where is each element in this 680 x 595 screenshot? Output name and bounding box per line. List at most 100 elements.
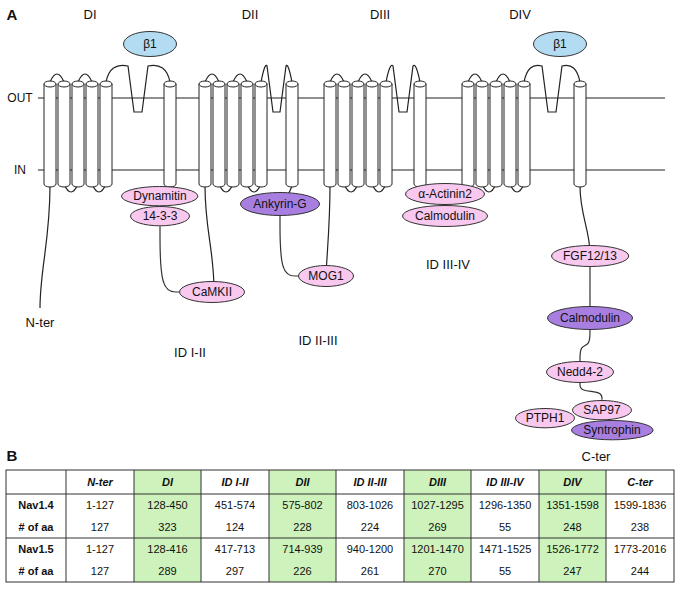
protein-ellipse: Dynamitin [121, 186, 198, 206]
protein-name: Nedd4-2 [557, 365, 603, 379]
table-cell: 714-939 [269, 538, 336, 560]
table-column-shade [539, 470, 606, 582]
table-cell: 124 [201, 516, 269, 538]
table-cell: 238 [606, 516, 674, 538]
table-header: N-ter [66, 470, 134, 494]
table-cell: 1599-1836 [606, 494, 674, 516]
helix [227, 81, 239, 187]
protein-name: Ankyrin-G [253, 197, 306, 211]
table-cell: 127 [66, 516, 134, 538]
helix [476, 81, 488, 187]
panel-letter: A [7, 6, 18, 23]
ellipse-shape [534, 32, 587, 57]
tail-connector [580, 330, 590, 361]
table-rule [336, 470, 337, 582]
table-header: DIV [539, 470, 606, 494]
n-terminus [40, 186, 50, 308]
region-label: ID I-II [174, 345, 206, 360]
helix [286, 81, 298, 187]
table-header: DII [269, 470, 336, 494]
table-cell: 244 [606, 560, 674, 582]
table-cell: 226 [269, 560, 336, 582]
linker-line [205, 186, 214, 290]
table-cell: 297 [201, 560, 269, 582]
protein-name: Calmodulin [415, 209, 475, 223]
helix [574, 81, 586, 187]
protein-name: PTPH1 [526, 411, 565, 425]
domain-label: DIV [509, 7, 531, 22]
table-cell: 224 [336, 516, 404, 538]
ellipse-shape [241, 193, 320, 216]
ellipse-shape [180, 282, 245, 303]
panel-letter: B [7, 447, 18, 464]
protein-name: SAP97 [583, 403, 620, 417]
tail-connector [589, 267, 590, 306]
protein-ellipse: FGF12/13 [551, 245, 629, 267]
helix [213, 81, 225, 187]
table-cell: 940-1200 [336, 538, 404, 560]
table-header: ID I-II [201, 470, 269, 494]
table-header: ID III-IV [471, 470, 539, 494]
protein-name: β1 [553, 37, 567, 51]
table-row-label: # of aa [6, 516, 66, 538]
domain-label: DIII [370, 7, 390, 22]
table-cell: 1296-1350 [471, 494, 539, 516]
table-border [6, 470, 674, 582]
table-header: DIII [404, 470, 471, 494]
ellipse-shape [573, 400, 632, 419]
table-cell: 128-416 [134, 538, 201, 560]
region-label: ID III-IV [426, 257, 470, 272]
helix [100, 81, 112, 187]
table-rule [404, 470, 405, 582]
table-cell: 1773-2016 [606, 538, 674, 560]
protein-ellipse: MOG1 [298, 265, 354, 287]
protein-name: CaMKII [192, 285, 232, 299]
table-row-label: Nav1.4 [6, 494, 66, 516]
protein-name: FGF12/13 [563, 249, 617, 263]
table-cell: 270 [404, 560, 471, 582]
protein-name: Dynamitin [133, 189, 186, 203]
helix [366, 81, 378, 187]
table-header: DI [134, 470, 201, 494]
table-cell: 1-127 [66, 494, 134, 516]
table-header: ID II-III [336, 470, 404, 494]
table-cell: 803-1026 [336, 494, 404, 516]
helix [86, 81, 98, 187]
table-cell: 1526-1772 [539, 538, 606, 560]
pore-loop [106, 65, 170, 112]
helix [199, 81, 211, 187]
ellipse-shape [299, 266, 354, 287]
table-rule [471, 470, 472, 582]
table-cell: 1351-1598 [539, 494, 606, 516]
tail-connector [280, 216, 298, 276]
helix [462, 81, 474, 187]
protein-ellipse: PTPH1 [515, 408, 575, 428]
table-cell: 417-713 [201, 538, 269, 560]
helix [255, 81, 267, 187]
protein-ellipse: 14-3-3 [130, 206, 190, 226]
protein-ellipse: Nedd4-2 [546, 361, 614, 383]
table-cell: 127 [66, 560, 134, 582]
protein-name: MOG1 [308, 269, 343, 283]
side-label: IN [14, 163, 26, 177]
protein-ellipse: Calmodulin [547, 306, 633, 330]
table-cell: 575-802 [269, 494, 336, 516]
protein-name: α-Actinin2 [418, 187, 472, 201]
table-row-label: Nav1.5 [6, 538, 66, 560]
helix [44, 81, 56, 187]
protein-ellipse: Syntrophin [571, 420, 654, 440]
helix [352, 81, 364, 187]
table-cell: 55 [471, 560, 539, 582]
protein-ellipse: Ankyrin-G [240, 192, 320, 216]
ellipse-shape [551, 246, 628, 267]
protein-name: Syntrophin [583, 423, 640, 437]
table-column-shade [404, 470, 471, 582]
table-cell: 289 [134, 560, 201, 582]
helix [414, 81, 426, 187]
table-rule [269, 470, 270, 582]
table-rule [134, 470, 135, 582]
table-cell: 247 [539, 560, 606, 582]
ellipse-shape [131, 206, 190, 225]
table-cell: 1471-1525 [471, 538, 539, 560]
